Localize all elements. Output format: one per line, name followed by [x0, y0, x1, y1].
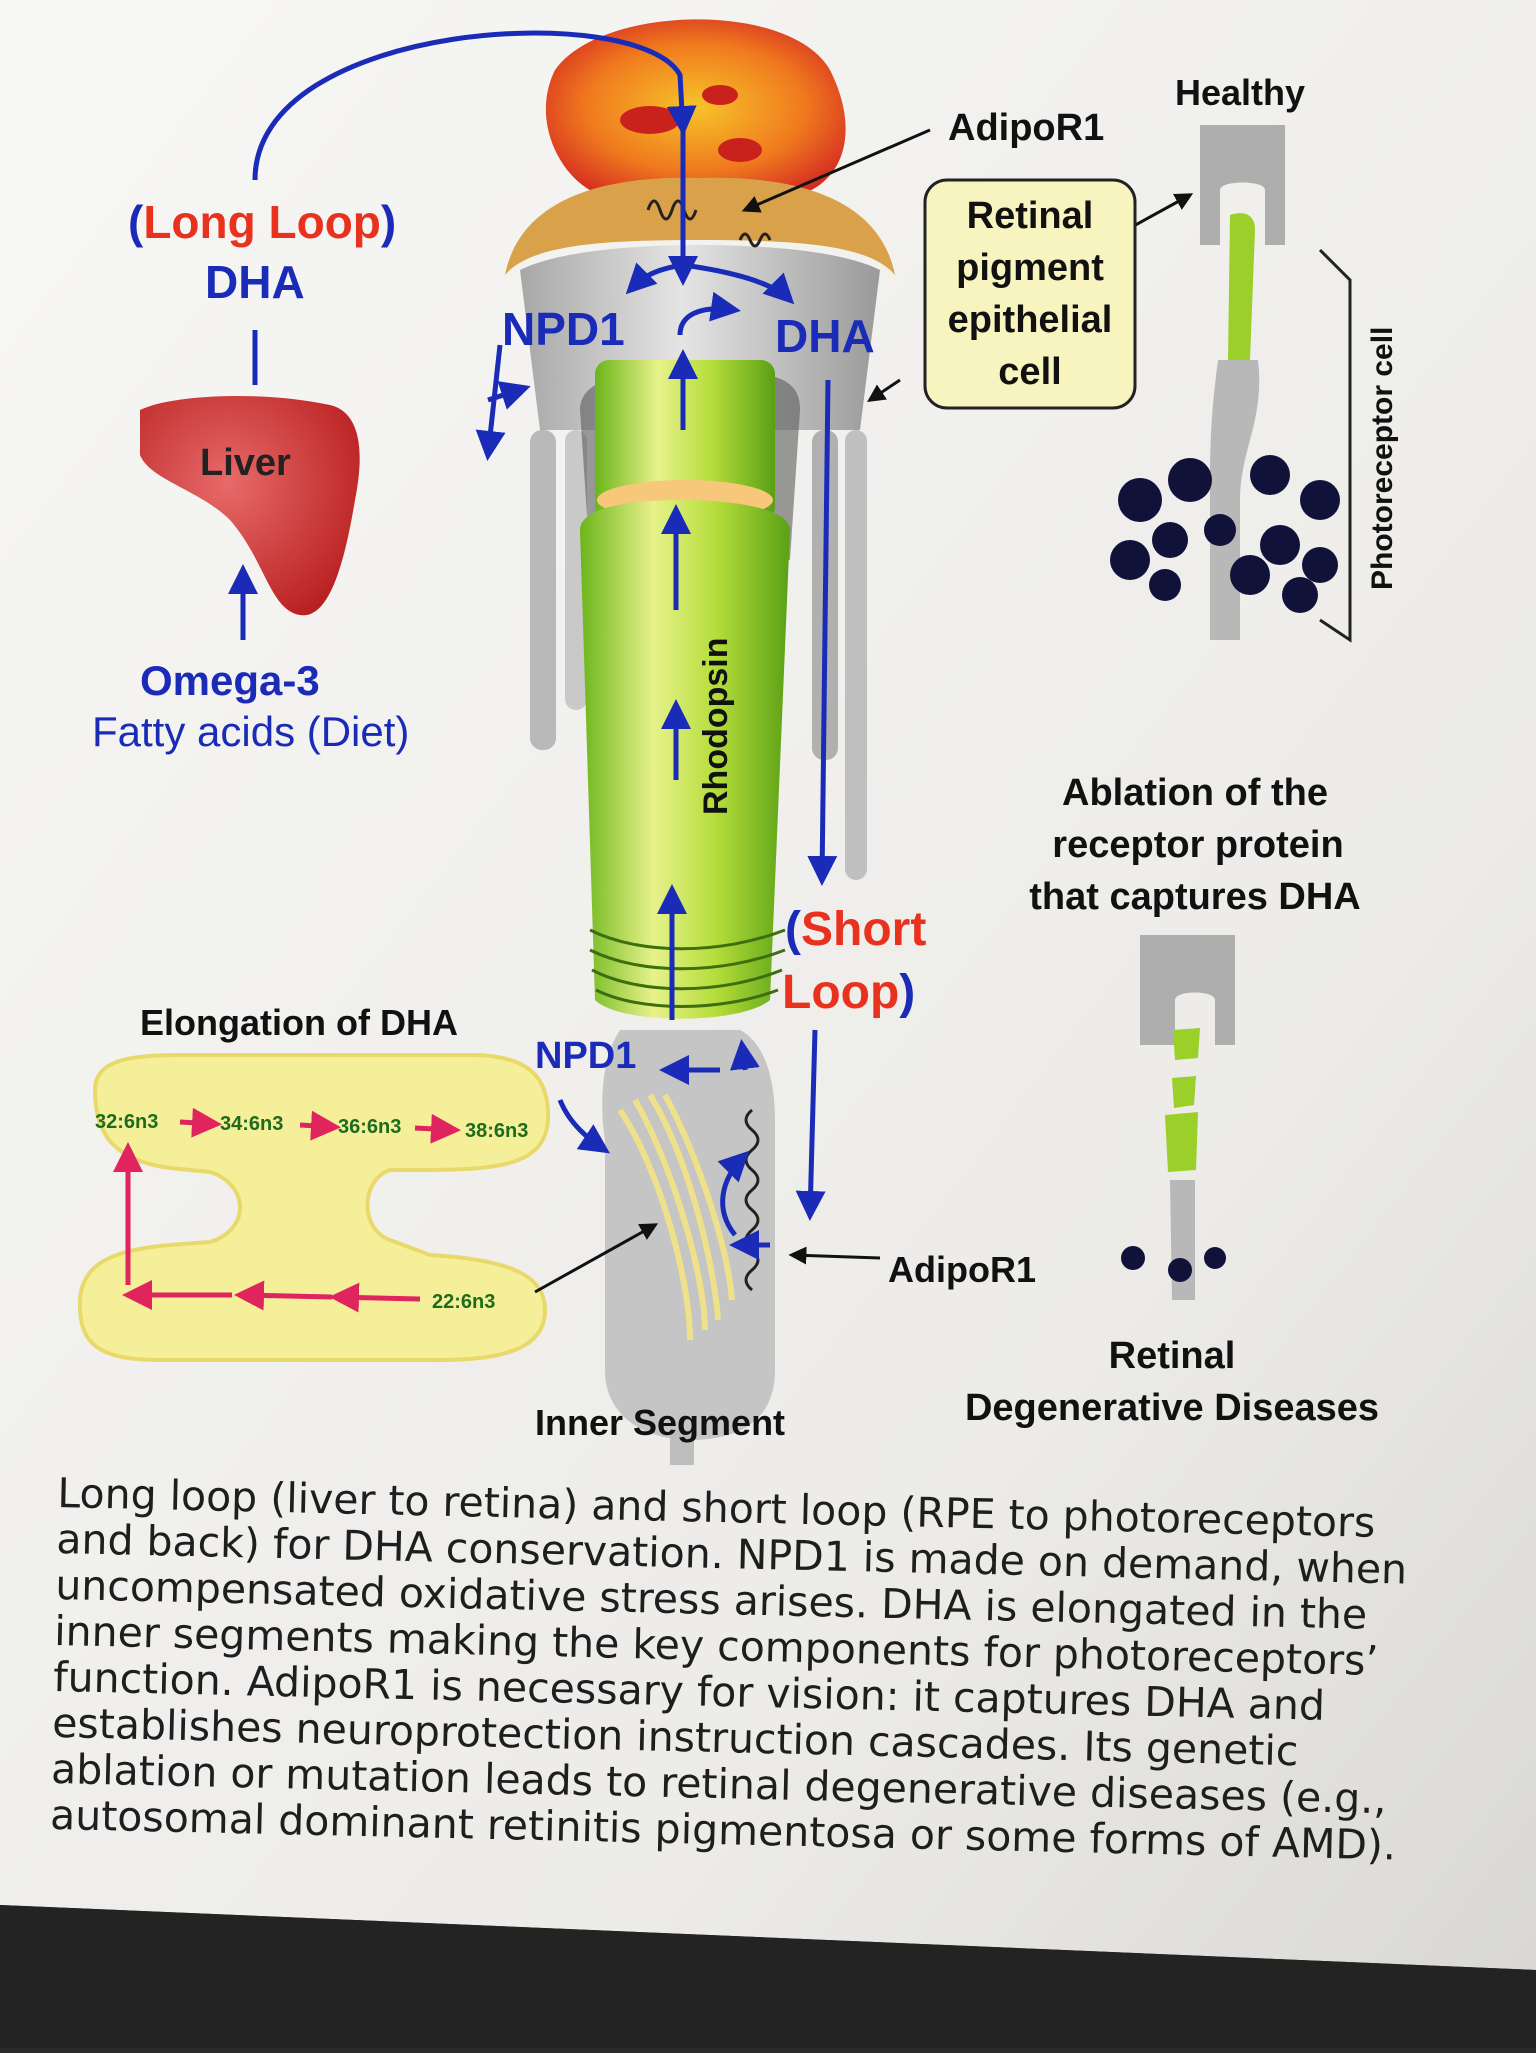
fatty-acids-label: Fatty acids (Diet): [92, 708, 409, 755]
healthy-photoreceptor-illustration: [1110, 125, 1352, 643]
chain-32-label: 32:6n3: [95, 1111, 158, 1133]
adipor1-bottom-label: AdipoR1: [888, 1249, 1036, 1290]
short-loop-arrow: [807, 379, 838, 886]
retinal-diseases-label-line-2: Degenerative Diseases: [965, 1387, 1379, 1429]
rpe-label-line-2: pigment: [956, 247, 1104, 289]
rpe-label-line-1: Retinal: [967, 195, 1094, 237]
liver-label: Liver: [200, 442, 291, 484]
ablation-label-line-3: that captures DHA: [1029, 876, 1361, 918]
dha-top-label: DHA: [775, 310, 875, 362]
npd1-top-label: NPD1: [502, 303, 625, 355]
elongation-title: Elongation of DHA: [140, 1002, 458, 1043]
retinal-diseases-label-line-1: Retinal: [1109, 1335, 1236, 1377]
liver-illustration: [140, 395, 360, 616]
adipor1-top-label: AdipoR1: [948, 107, 1104, 149]
chain-38-label: 38:6n3: [465, 1120, 528, 1142]
rpe-label-line-3: epithelial: [948, 299, 1113, 341]
long-loop-arrow: [252, 30, 697, 181]
figure-caption: Long loop (liver to retina) and short lo…: [50, 1469, 1498, 1871]
photoreceptor-outer-segment: [580, 360, 800, 1019]
npd1-bottom-label: NPD1: [535, 1035, 636, 1077]
ablation-label-line-2: receptor protein: [1052, 824, 1343, 866]
inner-segment-label: Inner Segment: [535, 1402, 785, 1443]
chain-34-label: 34:6n3: [220, 1113, 283, 1135]
arrows: [113, 30, 1194, 1313]
rhodopsin-label: Rhodopsin: [697, 637, 735, 815]
omega-3-label: Omega-3: [140, 657, 320, 704]
screen-bezel: [0, 1905, 1536, 2048]
chain-22-label: 22:6n3: [432, 1291, 495, 1313]
rpe-label-box: Retinal pigment epithelial cell: [923, 178, 1137, 410]
short-loop-label-line-1: (Short: [785, 903, 926, 956]
short-loop-label-line-2: Loop): [782, 966, 915, 1019]
ablated-photoreceptor-illustration: [1121, 935, 1235, 1300]
healthy-label: Healthy: [1175, 72, 1305, 113]
chain-36-label: 36:6n3: [338, 1116, 401, 1138]
long-loop-dha-label: DHA: [205, 256, 305, 308]
long-loop-label: (Long Loop): [128, 196, 396, 248]
rpe-label-line-4: cell: [998, 351, 1061, 393]
ablation-label-line-1: Ablation of the: [1062, 772, 1328, 814]
inner-segment-illustration: [602, 1030, 775, 1465]
photoreceptor-cell-label: Photoreceptor cell: [1366, 327, 1399, 590]
